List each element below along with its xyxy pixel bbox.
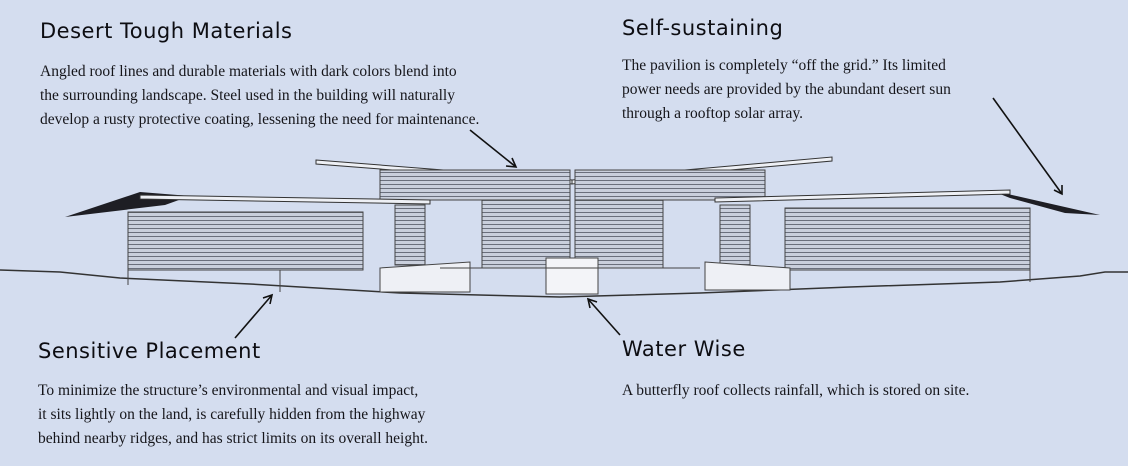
central-wall-right xyxy=(574,199,664,269)
heading-self-sustaining: Self-sustaining xyxy=(622,16,784,40)
text-desert-tough-materials: Angled roof lines and durable materials … xyxy=(40,60,479,132)
text-line: power needs are provided by the abundant… xyxy=(622,81,951,98)
text-line: A butterfly roof collects rainfall, whic… xyxy=(622,382,970,399)
arrow-water xyxy=(587,298,621,336)
clerestory-left xyxy=(379,169,571,201)
arrow-placement xyxy=(234,294,273,339)
clerestory-right xyxy=(574,169,766,201)
text-line: through a rooftop solar array. xyxy=(622,105,804,122)
left-wing xyxy=(65,192,471,293)
heading-desert-tough-materials: Desert Tough Materials xyxy=(40,19,293,43)
text-sensitive-placement: To minimize the structure’s environmenta… xyxy=(38,379,428,451)
text-line: Angled roof lines and durable materials … xyxy=(40,63,457,80)
text-line: behind nearby ridges, and has strict lim… xyxy=(38,430,429,447)
arrow-roof xyxy=(469,129,517,168)
right-wing xyxy=(704,189,1100,291)
callout-arrows xyxy=(234,97,1063,339)
heading-sensitive-placement: Sensitive Placement xyxy=(38,339,261,363)
arrow-solar xyxy=(992,97,1063,195)
text-water-wise: A butterfly roof collects rainfall, whic… xyxy=(622,379,969,403)
heading-water-wise: Water Wise xyxy=(622,337,746,361)
text-line: To minimize the structure’s environmenta… xyxy=(38,382,419,399)
text-self-sustaining: The pavilion is completely “off the grid… xyxy=(622,54,951,126)
cistern xyxy=(545,257,599,295)
text-line: develop a rusty protective coating, less… xyxy=(40,111,480,128)
text-line: it sits lightly on the land, is carefull… xyxy=(38,406,426,423)
right-dark-roof xyxy=(990,190,1100,215)
text-line: the surrounding landscape. Steel used in… xyxy=(40,87,455,104)
ground-line xyxy=(0,269,1128,298)
central-wall-left xyxy=(481,199,571,269)
text-line: The pavilion is completely “off the grid… xyxy=(622,57,946,74)
